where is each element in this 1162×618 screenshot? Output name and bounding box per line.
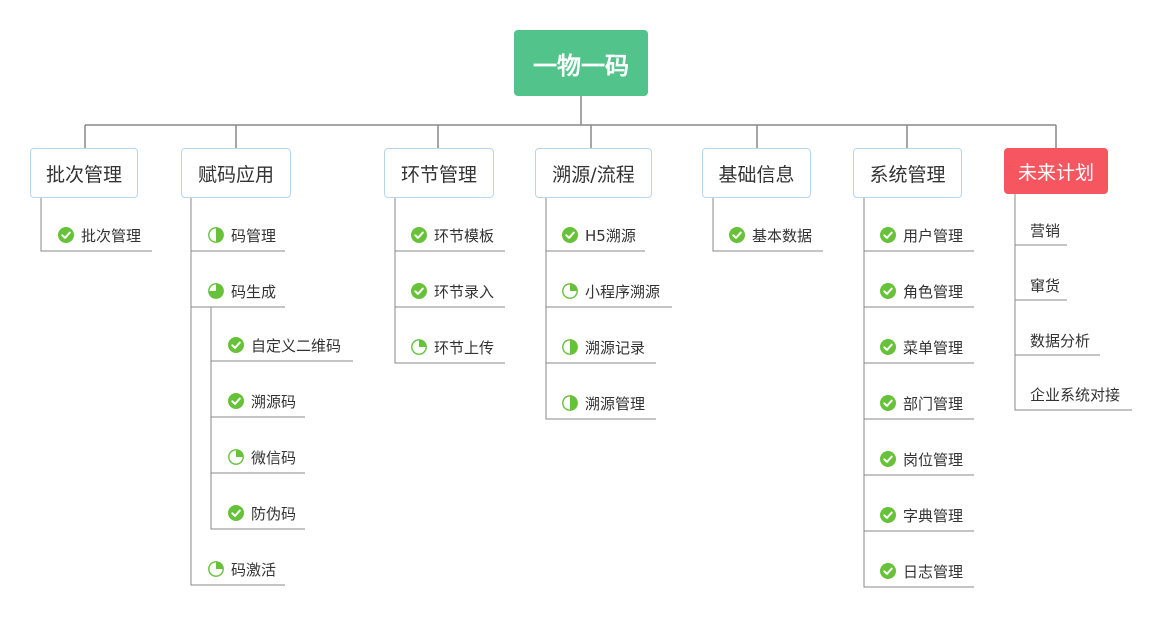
check-circle-icon bbox=[880, 395, 896, 411]
leaf-code-generation[interactable]: 码生成 bbox=[208, 279, 276, 303]
branch-step-management[interactable]: 环节管理 bbox=[384, 148, 494, 198]
branch-system-management[interactable]: 系统管理 bbox=[853, 148, 962, 198]
check-circle-icon bbox=[880, 339, 896, 355]
leaf-wechat-code[interactable]: 微信码 bbox=[228, 445, 296, 469]
leaf-step-entry[interactable]: 环节录入 bbox=[411, 279, 494, 303]
leaf-step-template[interactable]: 环节模板 bbox=[411, 223, 494, 247]
leaf-channel-conflict[interactable]: 窜货 bbox=[1030, 277, 1061, 295]
check-circle-icon bbox=[729, 227, 745, 243]
check-circle-icon bbox=[880, 227, 896, 243]
branch-trace-flow[interactable]: 溯源/流程 bbox=[535, 148, 652, 198]
leaf-role-management[interactable]: 角色管理 bbox=[880, 279, 963, 303]
progress-quarter-icon bbox=[562, 283, 578, 299]
branch-batch-management[interactable]: 批次管理 bbox=[30, 148, 138, 198]
leaf-marketing[interactable]: 营销 bbox=[1030, 222, 1061, 240]
leaf-step-upload[interactable]: 环节上传 bbox=[411, 335, 494, 359]
check-circle-icon bbox=[411, 227, 427, 243]
leaf-dict-management[interactable]: 字典管理 bbox=[880, 503, 963, 527]
progress-quarter-icon bbox=[411, 339, 427, 355]
leaf-miniprogram-trace[interactable]: 小程序溯源 bbox=[562, 279, 660, 303]
leaf-custom-qrcode[interactable]: 自定义二维码 bbox=[228, 333, 341, 357]
check-circle-icon bbox=[228, 393, 244, 409]
progress-quarter-icon bbox=[228, 449, 244, 465]
leaf-log-management[interactable]: 日志管理 bbox=[880, 559, 963, 583]
check-circle-icon bbox=[58, 227, 74, 243]
leaf-basic-data[interactable]: 基本数据 bbox=[729, 223, 812, 247]
leaf-code-management[interactable]: 码管理 bbox=[208, 223, 276, 247]
leaf-trace-record[interactable]: 溯源记录 bbox=[562, 335, 645, 359]
progress-half-icon bbox=[562, 339, 578, 355]
branch-basic-info[interactable]: 基础信息 bbox=[702, 148, 811, 198]
leaf-post-management[interactable]: 岗位管理 bbox=[880, 447, 963, 471]
check-circle-icon bbox=[562, 227, 578, 243]
leaf-trace-code[interactable]: 溯源码 bbox=[228, 389, 296, 413]
check-circle-icon bbox=[880, 563, 896, 579]
check-circle-icon bbox=[880, 507, 896, 523]
check-circle-icon bbox=[880, 451, 896, 467]
branch-code-application[interactable]: 赋码应用 bbox=[181, 148, 291, 198]
check-circle-icon bbox=[411, 283, 427, 299]
check-circle-icon bbox=[880, 283, 896, 299]
progress-quarter-icon bbox=[208, 561, 224, 577]
leaf-anti-fake-code[interactable]: 防伪码 bbox=[228, 501, 296, 525]
root-node[interactable]: 一物一码 bbox=[514, 30, 648, 96]
check-circle-icon bbox=[228, 505, 244, 521]
progress-half-icon bbox=[208, 227, 224, 243]
progress-half-icon bbox=[562, 395, 578, 411]
leaf-code-activation[interactable]: 码激活 bbox=[208, 557, 276, 581]
leaf-batch-management[interactable]: 批次管理 bbox=[58, 223, 141, 247]
leaf-data-analysis[interactable]: 数据分析 bbox=[1030, 332, 1091, 350]
leaf-enterprise-integration[interactable]: 企业系统对接 bbox=[1030, 386, 1121, 404]
progress-three-quarter-icon bbox=[208, 283, 224, 299]
leaf-user-management[interactable]: 用户管理 bbox=[880, 223, 963, 247]
leaf-h5-trace[interactable]: H5溯源 bbox=[562, 223, 636, 247]
branch-future-plan[interactable]: 未来计划 bbox=[1004, 148, 1108, 194]
leaf-dept-management[interactable]: 部门管理 bbox=[880, 391, 963, 415]
check-circle-icon bbox=[228, 337, 244, 353]
leaf-menu-management[interactable]: 菜单管理 bbox=[880, 335, 963, 359]
leaf-trace-management[interactable]: 溯源管理 bbox=[562, 391, 645, 415]
